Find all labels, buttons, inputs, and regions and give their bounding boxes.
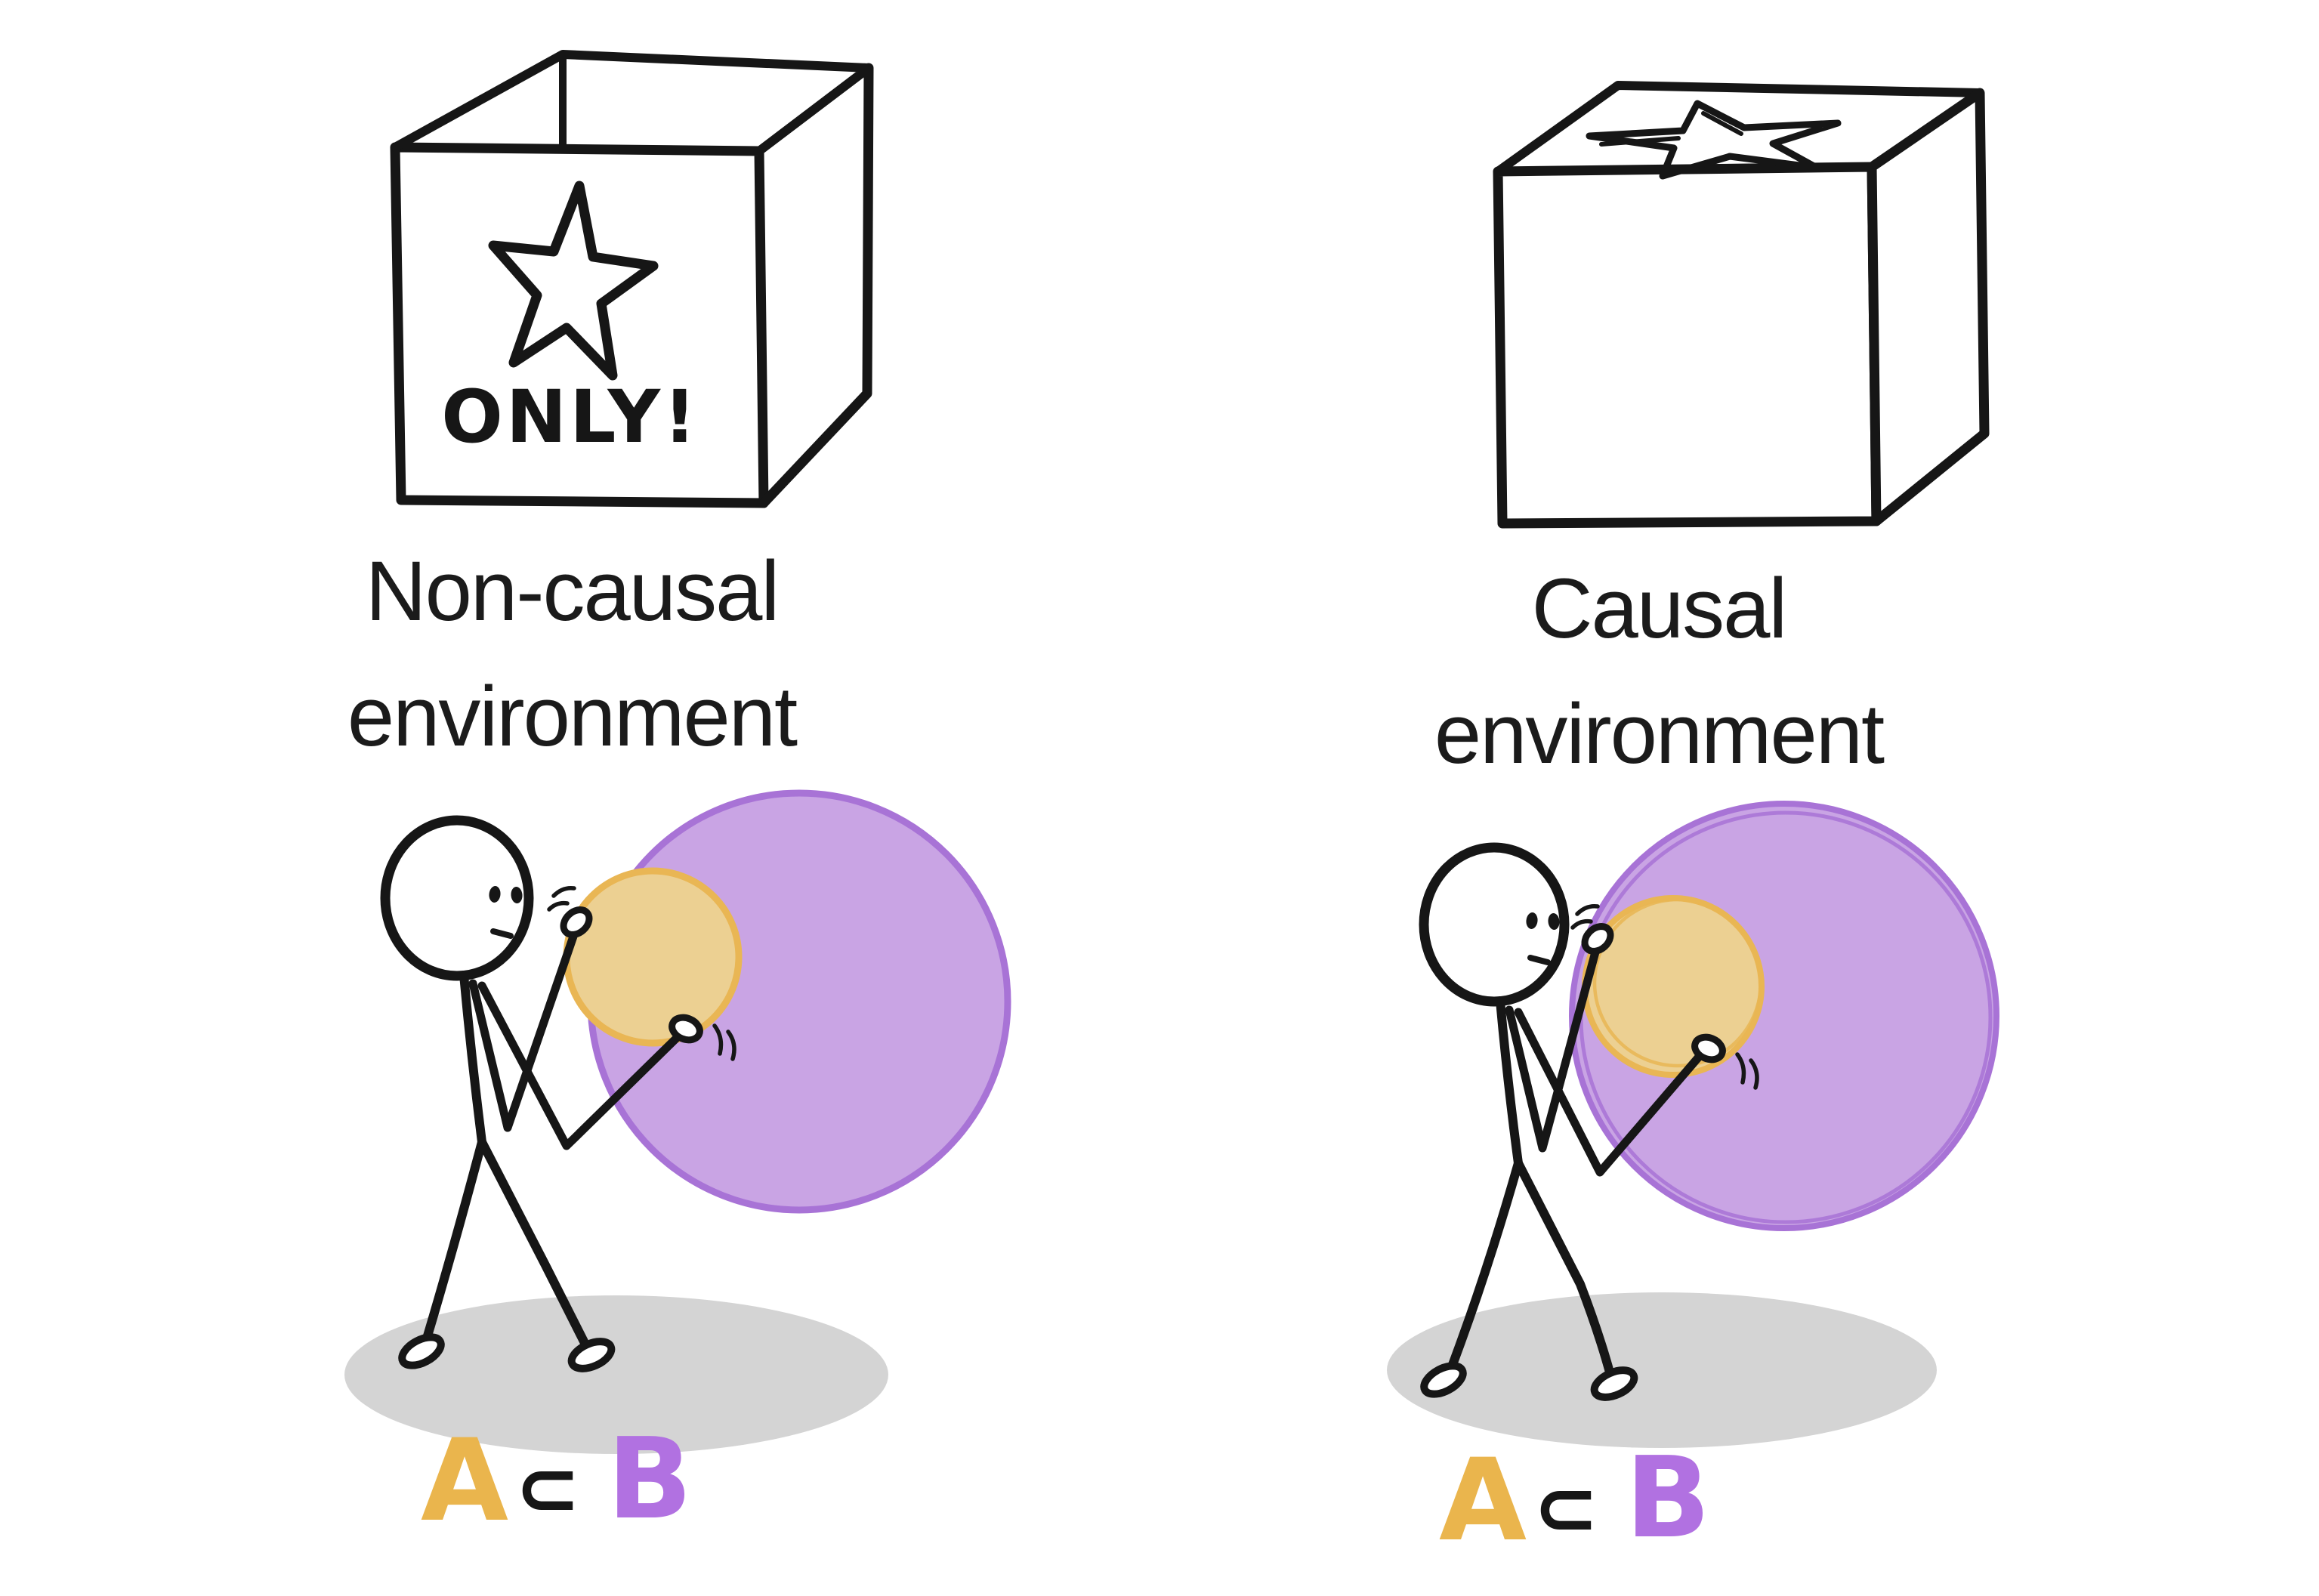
env-label-left: Non-causal environment [262,529,882,779]
eye-left [1526,912,1538,929]
eye-right [1548,913,1560,930]
caption-subset-left: ⊂ [514,1442,580,1534]
hand-upper [1581,923,1614,955]
arm-upper [1505,945,1601,1153]
left-scene: A ⊂ B [344,789,1011,1547]
motion-marks-lower [1735,1052,1759,1090]
env-label-right-line1: Causal [1531,561,1788,656]
mouth [1527,955,1551,965]
open-box-right-side [758,63,874,508]
foot-left [398,1333,445,1369]
body [459,971,486,1147]
arm-lower [1514,1008,1704,1177]
caption-b-right: B [1626,1433,1711,1563]
head [380,815,534,981]
caption-right: A ⊂ B [1439,1433,1710,1567]
arm-lower [477,981,683,1150]
foot-right [1590,1366,1638,1401]
stick-figure-left [380,815,736,1372]
only-label: ONLY! [441,375,699,459]
caption-b-left: B [607,1414,693,1544]
motion-marks-upper [547,885,576,912]
head [1419,842,1570,1007]
open-box: ONLY! [390,50,874,508]
circle-a-left [563,867,743,1047]
circle-a-outline-right [1592,897,1763,1068]
eye-left [489,886,501,903]
hand-lower [1691,1033,1726,1063]
motion-marks-upper [1570,903,1600,930]
closed-box [1493,81,1990,529]
caption-a-left: A [421,1415,508,1547]
hand-lower [669,1014,703,1044]
eye-right [511,887,523,903]
body [1496,996,1523,1168]
env-label-right-line2: environment [1434,687,1885,781]
star-outline-icon [488,181,659,381]
leg-right [477,1138,593,1355]
foot-right [567,1338,616,1372]
leg-left [1444,1159,1523,1379]
foot-left [1420,1362,1467,1398]
open-box-top-edges [391,50,873,156]
leg-right [1514,1159,1616,1382]
caption-subset-right: ⊂ [1533,1462,1598,1554]
mouth [490,928,514,939]
stick-figure-right [1419,842,1759,1401]
closed-box-front [1493,162,1882,529]
closed-box-side [1867,88,1990,526]
ground-shadow-left [344,1295,888,1454]
caption-a-right: A [1439,1435,1527,1567]
env-label-left-line1: Non-causal [365,544,780,638]
arm-upper [468,928,579,1132]
env-label-right: Causal environment [1349,546,1969,797]
leg-left [420,1138,486,1351]
caption-left: A ⊂ B [421,1414,692,1547]
ground-shadow-right [1387,1292,1937,1448]
hand-upper [560,906,593,938]
right-scene: A ⊂ B [1387,801,1999,1567]
star-hole-depth-marks [1599,111,1743,147]
motion-marks-lower [712,1023,736,1061]
star-hole-icon [1586,100,1842,180]
env-label-left-line2: environment [347,669,798,764]
